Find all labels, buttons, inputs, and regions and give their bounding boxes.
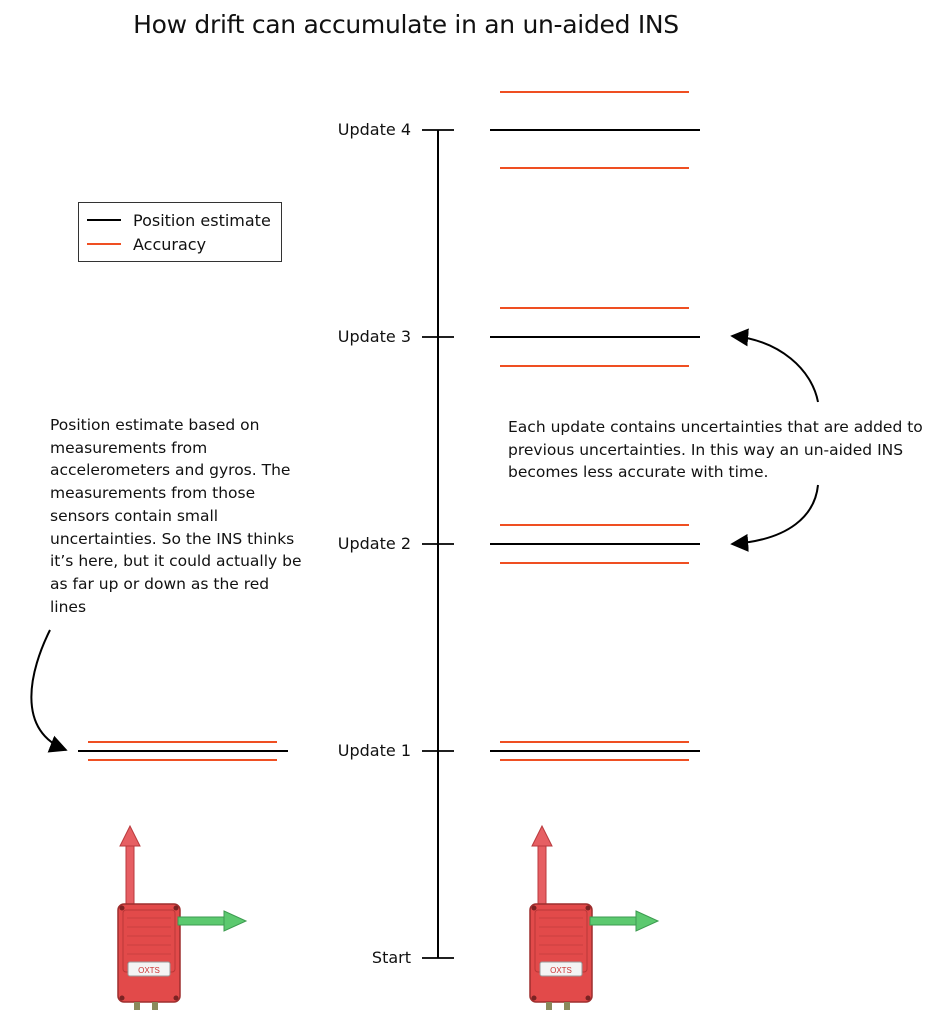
up-axis-arrow-shaft bbox=[537, 843, 547, 907]
up-axis-arrow-shaft bbox=[125, 843, 135, 907]
legend-item-estimate: Position estimate bbox=[87, 209, 271, 231]
timeline-label-start: Start bbox=[371, 948, 411, 967]
legend-label-estimate: Position estimate bbox=[133, 210, 271, 230]
device-screw bbox=[585, 995, 591, 1001]
oxts-logo: OXTS bbox=[550, 966, 572, 975]
legend-swatch-accuracy bbox=[87, 243, 121, 245]
device-body bbox=[117, 903, 181, 1003]
left-example-lines bbox=[78, 741, 288, 761]
timeline-ticks bbox=[422, 129, 454, 959]
note-line: measurements from those bbox=[50, 484, 256, 503]
note-line: accelerometers and gyros. The bbox=[50, 461, 291, 480]
note-line: lines bbox=[50, 597, 87, 616]
timeline-label-update-2: Update 2 bbox=[337, 534, 411, 553]
device-screw bbox=[173, 995, 179, 1001]
timeline-label-update-1: Update 1 bbox=[337, 741, 411, 760]
diagram-title: How drift can accumulate in an un-aided … bbox=[133, 10, 679, 39]
device-connector bbox=[546, 1002, 552, 1010]
update-1-lines bbox=[490, 741, 700, 761]
ins-device: OXTS bbox=[529, 824, 660, 1010]
up-axis-arrow-head bbox=[531, 824, 553, 847]
ins-device: OXTS bbox=[117, 824, 248, 1010]
right-axis-arrow-shaft bbox=[177, 916, 227, 926]
note-line: uncertainties. So the INS thinks bbox=[50, 529, 295, 548]
note-line: as far up or down as the red bbox=[50, 574, 270, 593]
device-screw bbox=[531, 995, 537, 1001]
device-connector bbox=[134, 1002, 140, 1010]
device-connector bbox=[152, 1002, 158, 1010]
right-axis-arrow-head bbox=[635, 910, 660, 932]
note-line: becomes less accurate with time. bbox=[508, 463, 769, 482]
legend: Position estimate Accuracy bbox=[78, 202, 282, 262]
oxts-logo: OXTS bbox=[138, 966, 160, 975]
upper-note-arrow bbox=[730, 328, 819, 403]
legend-item-accuracy: Accuracy bbox=[87, 233, 206, 255]
lower-note-arrow bbox=[730, 484, 819, 552]
device-screw bbox=[119, 995, 125, 1001]
device-screw bbox=[173, 905, 179, 911]
note-line: measurements from bbox=[50, 438, 208, 457]
note-line: sensors contain small bbox=[50, 506, 219, 525]
note-line: previous uncertainties. In this way an u… bbox=[508, 440, 904, 459]
right-axis-arrow-head bbox=[223, 910, 248, 932]
right-axis-arrow-shaft bbox=[589, 916, 639, 926]
device-connector bbox=[564, 1002, 570, 1010]
note-line: Position estimate based on bbox=[50, 416, 260, 434]
device-screw bbox=[585, 905, 591, 911]
timeline-label-update-4: Update 4 bbox=[337, 120, 411, 139]
left-note-arrow bbox=[30, 629, 68, 753]
update-3-lines bbox=[490, 307, 700, 367]
note-line: it’s here, but it could actually be bbox=[50, 552, 302, 571]
note-line: Each update contains uncertainties that … bbox=[508, 418, 923, 436]
device-body bbox=[529, 903, 593, 1003]
up-axis-arrow-head bbox=[119, 824, 141, 847]
legend-swatch-estimate bbox=[87, 219, 121, 221]
device-label-plate bbox=[127, 961, 171, 977]
timeline-label-update-3: Update 3 bbox=[337, 327, 411, 346]
legend-label-accuracy: Accuracy bbox=[133, 234, 207, 254]
device-screw bbox=[531, 905, 537, 911]
right-explanation-note: Each update contains uncertainties that … bbox=[508, 416, 923, 484]
device-screw bbox=[119, 905, 125, 911]
update-2-lines bbox=[490, 524, 700, 564]
device-label-plate bbox=[539, 961, 583, 977]
update-4-lines bbox=[490, 91, 700, 169]
left-explanation-note: Position estimate based on measurements … bbox=[50, 414, 301, 618]
